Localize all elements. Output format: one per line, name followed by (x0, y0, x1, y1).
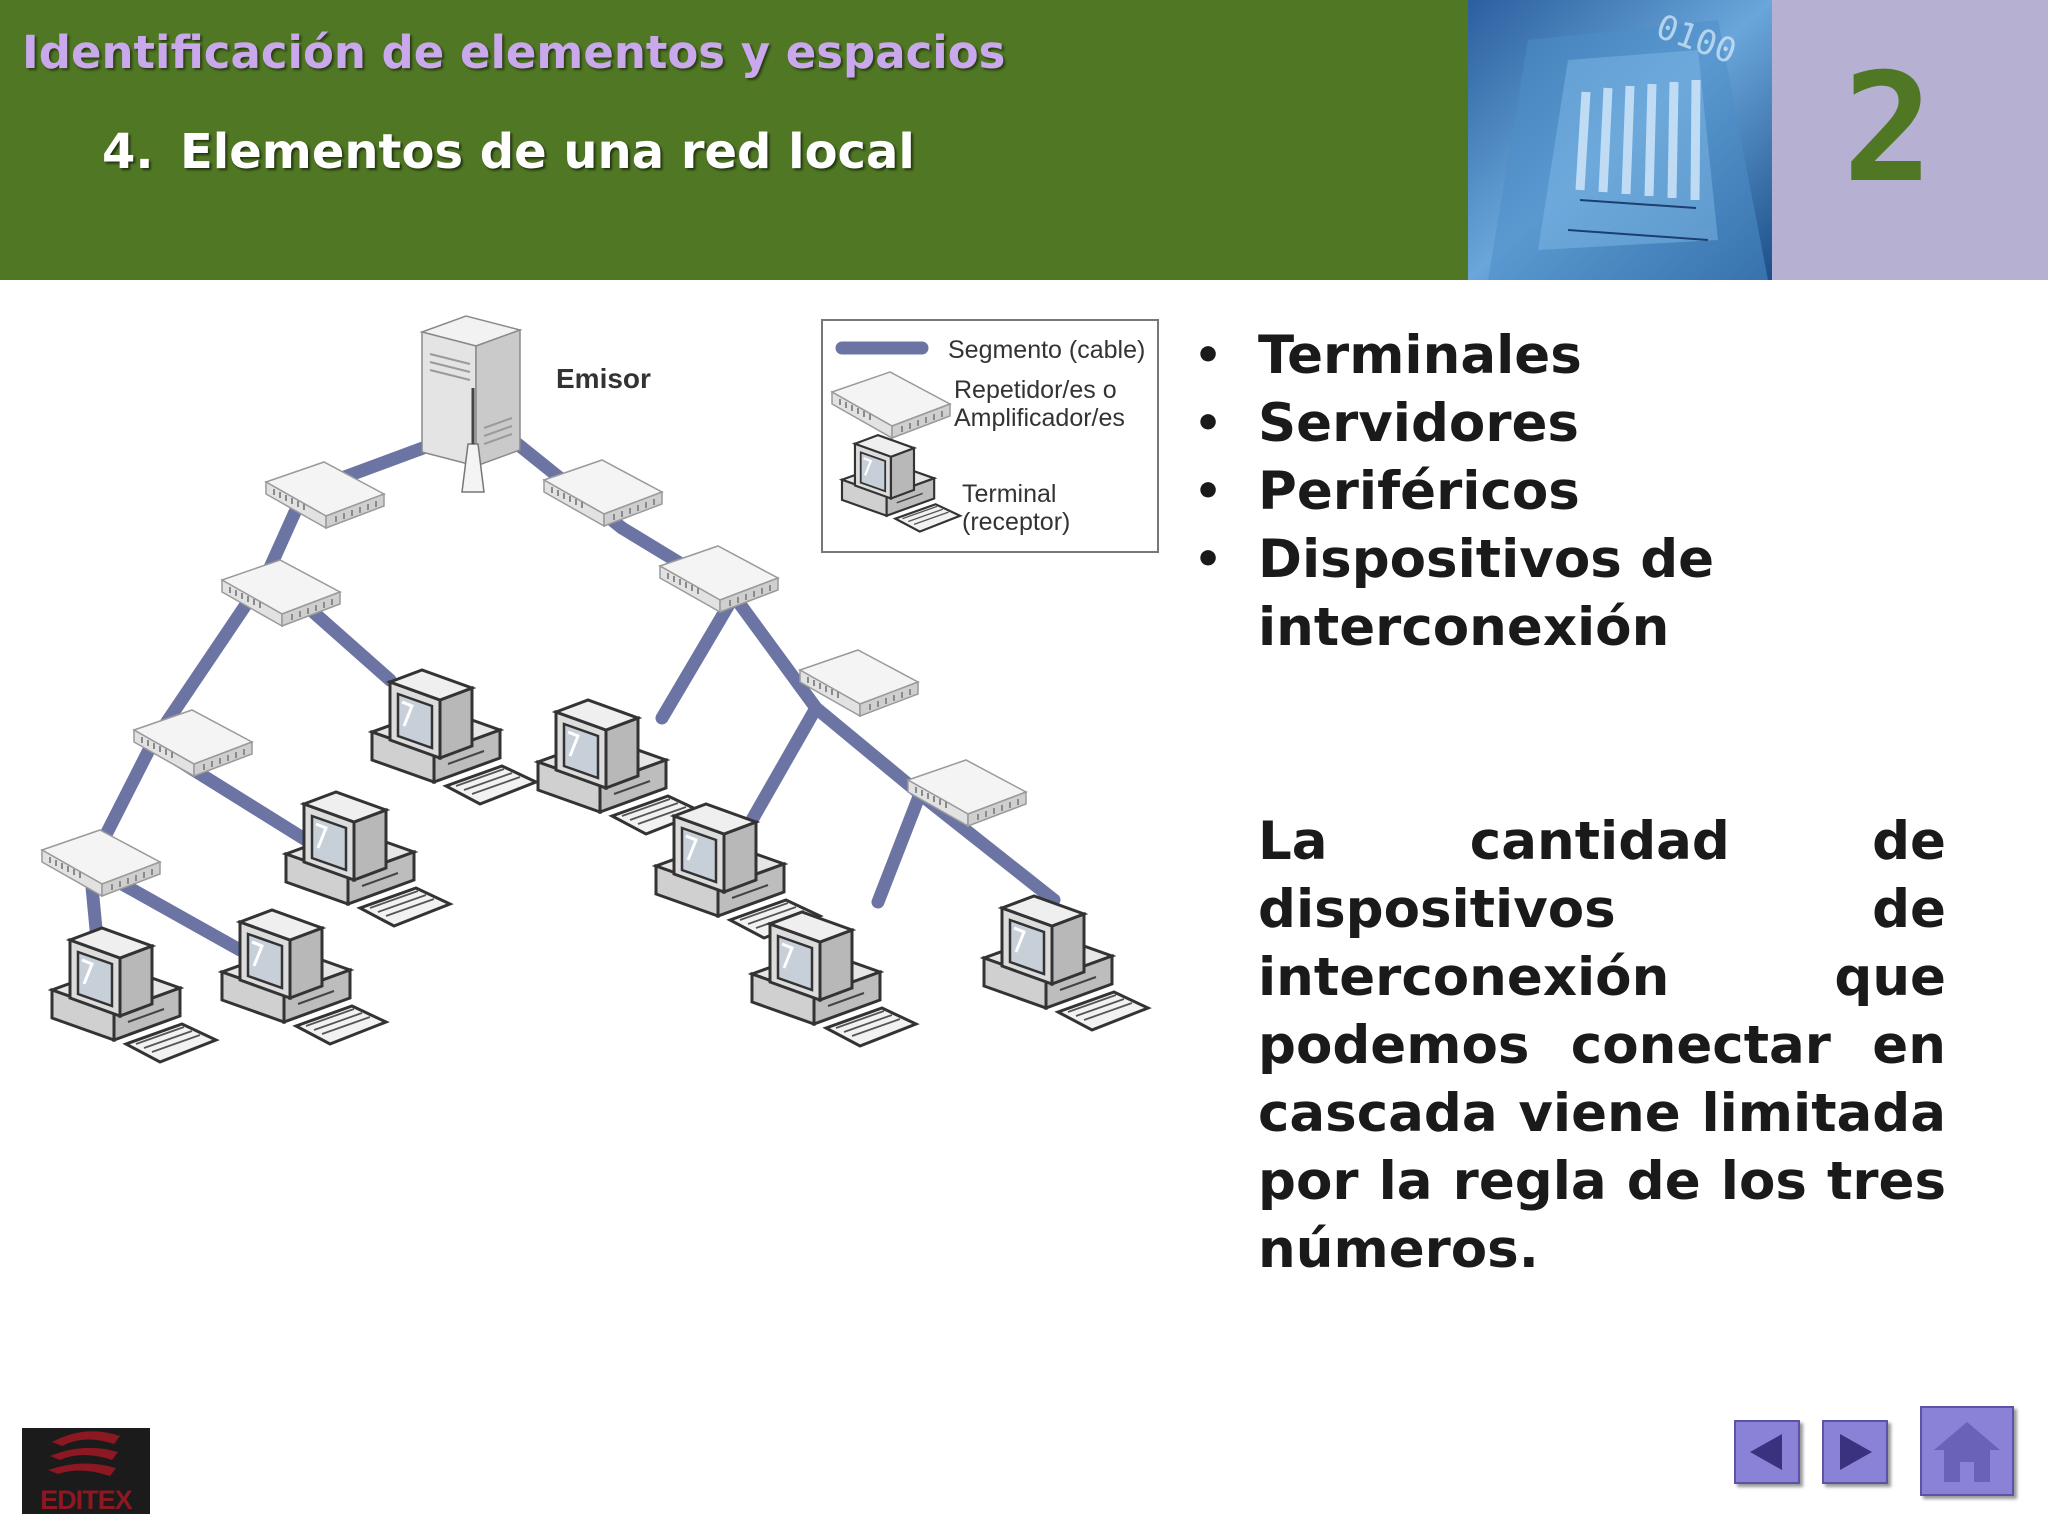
legend-terminal-label-1: Terminal (962, 480, 1056, 508)
terminal-pc (982, 894, 1150, 1032)
terminal-pc (220, 908, 388, 1046)
section-title: Identificación de elementos y espacios (22, 26, 1006, 79)
legend-segment-label: Segmento (cable) (948, 336, 1145, 364)
repeater-hub (907, 759, 1027, 827)
bullet-text: Servidores (1258, 393, 1579, 454)
editex-logo-mark (48, 1431, 120, 1476)
bullet-dot: • (1194, 466, 1223, 517)
diagram-legend: Segmento (cable) Repetidor/es o Amplific… (821, 319, 1159, 553)
header-bar: Identificación de elementos y espacios 4… (0, 0, 1468, 280)
bullet-dot: • (1194, 534, 1223, 585)
house-icon (1934, 1422, 2000, 1482)
terminal-pc (284, 790, 452, 928)
bullet-text: Terminales (1258, 325, 1582, 386)
home-button[interactable] (1920, 1406, 2014, 1496)
legend-repeater-label-1: Repetidor/es o (954, 376, 1117, 404)
triangle-right-icon (1840, 1434, 1872, 1470)
slide-subtitle: 4. Elementos de una red local (102, 124, 915, 180)
bullet-item: • Servidores (1192, 390, 1992, 458)
repeater-hub (41, 829, 161, 897)
legend-terminal-label-2: (receptor) (962, 508, 1070, 536)
bullet-dot: • (1194, 330, 1223, 381)
emisor-label: Emisor (556, 363, 651, 394)
next-slide-button[interactable] (1822, 1420, 1888, 1484)
subtitle-text: Elementos de una red local (180, 124, 915, 180)
repeater-hub (133, 709, 253, 777)
bullet-item: • Dispositivos de interconexión (1192, 526, 1992, 662)
editex-logo-text: EDITEX (40, 1485, 133, 1514)
terminal-pc (50, 926, 218, 1064)
terminal-pc (370, 668, 538, 806)
bullet-item: • Periféricos (1192, 458, 1992, 526)
legend-repeater-label-2: Amplificador/es (954, 404, 1125, 432)
bullet-dot: • (1194, 398, 1223, 449)
previous-slide-button[interactable] (1734, 1420, 1800, 1484)
triangle-left-icon (1750, 1434, 1782, 1470)
bullet-text: Dispositivos de interconexión (1258, 529, 1715, 658)
network-diagram: Emisor Segmento (cable) Repetidor/es o A… (41, 315, 1159, 1064)
editex-logo: EDITEX (22, 1428, 150, 1514)
rule-paragraph: La cantidad de dispositivos de intercone… (1258, 811, 1946, 1280)
chapter-number: 2 (1842, 42, 1934, 216)
server-emisor (419, 315, 523, 493)
bullet-item: • Terminales (1192, 322, 1992, 390)
chapter-panel: 2 (1772, 0, 2048, 280)
repeater-hub (543, 459, 663, 527)
bullet-text: Periféricos (1258, 461, 1580, 522)
network-connector-photo: 0100 (1468, 0, 1772, 280)
subtitle-number: 4. (102, 124, 154, 180)
terminal-pc (750, 910, 918, 1048)
bullet-list: • Terminales • Servidores • Periféricos • Di… (1192, 322, 1992, 662)
